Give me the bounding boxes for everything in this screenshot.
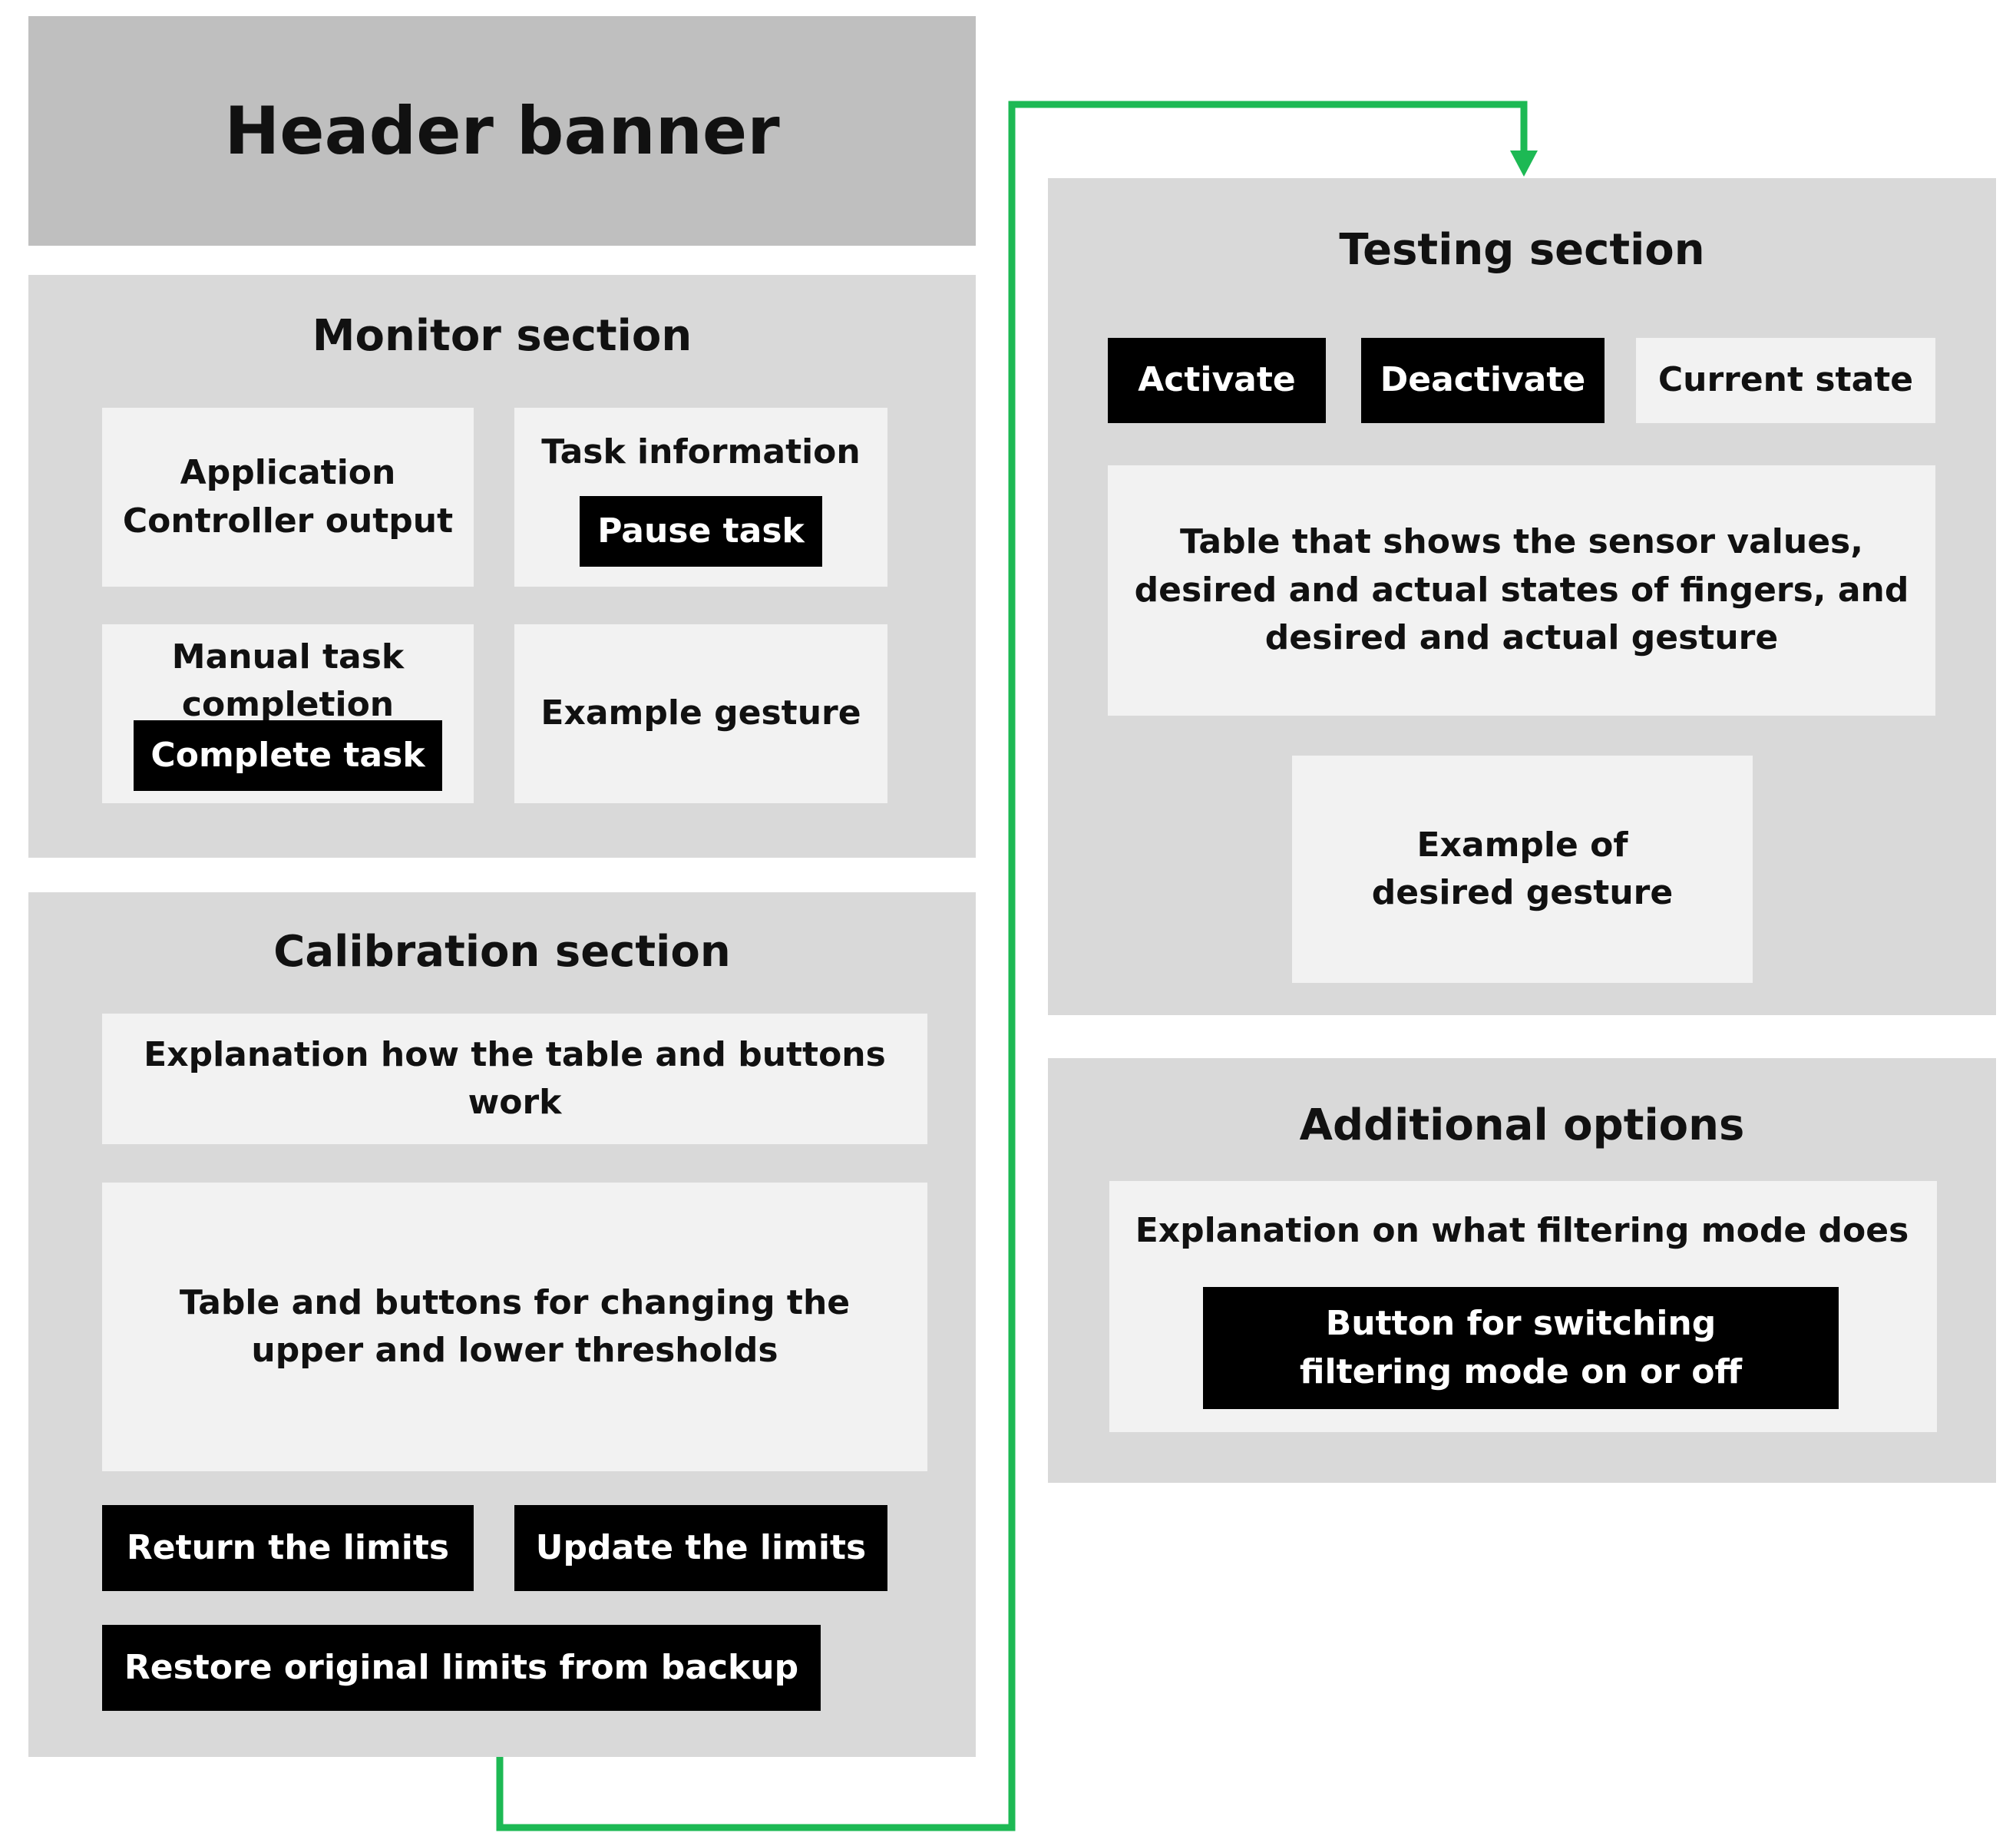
application-controller-output-label: Application Controller output xyxy=(122,453,454,541)
activate-button-label: Activate xyxy=(1138,360,1296,400)
return-limits-button[interactable]: Return the limits xyxy=(102,1505,474,1591)
filtering-mode-button-label: Button for switching filtering mode on o… xyxy=(1299,1304,1743,1391)
filtering-mode-button[interactable]: Button for switching filtering mode on o… xyxy=(1203,1287,1839,1409)
additional-options-section: Additional options Explanation on what f… xyxy=(1048,1058,1996,1483)
manual-task-completion-label: Manual task completion xyxy=(171,637,405,725)
pause-task-button[interactable]: Pause task xyxy=(580,496,822,567)
task-information-label: Task information xyxy=(541,432,861,471)
desired-gesture-label: Example of desired gesture xyxy=(1371,825,1674,912)
calibration-section-title: Calibration section xyxy=(273,927,731,977)
complete-task-button-label: Complete task xyxy=(150,735,425,775)
testing-section: Testing section Activate Deactivate Curr… xyxy=(1048,178,1996,1015)
current-state-box: Current state xyxy=(1636,338,1935,423)
calibration-explanation-label: Explanation how the table and buttons wo… xyxy=(144,1034,886,1122)
activate-button[interactable]: Activate xyxy=(1108,338,1326,423)
monitor-section-title: Monitor section xyxy=(312,311,692,361)
sensor-table-label: Table that shows the sensor values, desi… xyxy=(1134,522,1909,658)
pause-task-button-label: Pause task xyxy=(597,511,805,551)
monitor-section: Monitor section Application Controller o… xyxy=(28,275,976,858)
update-limits-button-label: Update the limits xyxy=(535,1527,867,1567)
manual-task-completion-box: Manual task completion xyxy=(102,624,474,803)
header-banner: Header banner xyxy=(28,16,976,246)
sensor-table-box: Table that shows the sensor values, desi… xyxy=(1108,465,1935,716)
header-title: Header banner xyxy=(224,92,780,170)
desired-gesture-box: Example of desired gesture xyxy=(1292,756,1753,983)
application-controller-output: Application Controller output xyxy=(102,408,474,587)
calibration-explanation-box: Explanation how the table and buttons wo… xyxy=(102,1014,927,1144)
calibration-section: Calibration section Explanation how the … xyxy=(28,892,976,1757)
filtering-explanation-label: Explanation on what filtering mode does xyxy=(1135,1211,1909,1250)
deactivate-button-label: Deactivate xyxy=(1380,360,1586,400)
current-state-label: Current state xyxy=(1657,360,1914,400)
restore-limits-button-label: Restore original limits from backup xyxy=(124,1647,799,1687)
flow-arrowhead-icon xyxy=(1510,151,1538,177)
restore-limits-button[interactable]: Restore original limits from backup xyxy=(102,1625,821,1711)
complete-task-button[interactable]: Complete task xyxy=(134,720,442,791)
update-limits-button[interactable]: Update the limits xyxy=(514,1505,887,1591)
additional-options-title: Additional options xyxy=(1299,1100,1745,1150)
deactivate-button[interactable]: Deactivate xyxy=(1361,338,1605,423)
flow-arrow-line xyxy=(496,101,1528,1831)
example-gesture-label: Example gesture xyxy=(540,693,861,733)
threshold-table-box: Table and buttons for changing the upper… xyxy=(102,1183,927,1471)
return-limits-button-label: Return the limits xyxy=(126,1527,450,1567)
threshold-table-label: Table and buttons for changing the upper… xyxy=(179,1282,851,1370)
testing-section-title: Testing section xyxy=(1339,225,1705,275)
example-gesture-box: Example gesture xyxy=(514,624,887,803)
